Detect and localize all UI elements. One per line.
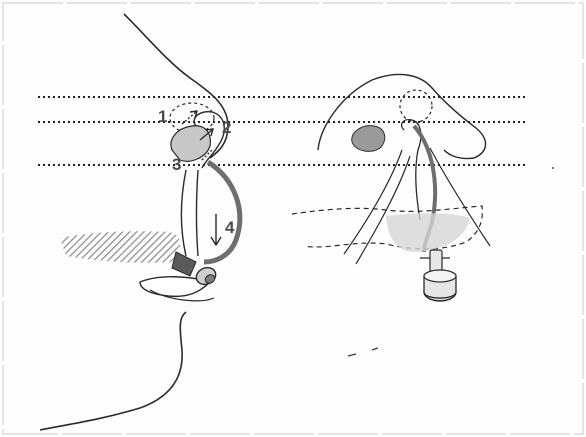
right-connector-top	[424, 270, 456, 282]
pharynx-shaded	[386, 213, 470, 252]
step-label-4: 4	[225, 218, 235, 237]
chin-neck-outline	[40, 312, 186, 430]
step-label-2: 2	[222, 118, 231, 137]
reference-lines	[38, 97, 528, 165]
airway-inner-line	[182, 170, 187, 256]
stray-dot	[552, 167, 554, 169]
left-profile-view: 1 2 3 4	[40, 14, 240, 430]
palate-hatched-region	[60, 231, 180, 263]
step-label-1: 1	[158, 107, 167, 126]
step-label-3: 3	[172, 155, 181, 174]
turbinate-shaded	[352, 126, 385, 152]
arrow-step-1-head	[190, 111, 197, 118]
page-border	[3, 3, 583, 434]
airway-adapter	[172, 252, 196, 276]
stray-mark-2	[372, 348, 378, 350]
airway-tube	[204, 162, 240, 262]
stray-mark-1	[348, 354, 356, 356]
right-frontal-view	[292, 74, 554, 356]
airway-inner-line-2	[197, 170, 199, 256]
nose-outline	[318, 74, 486, 158]
right-nostril-dashed-circle	[400, 90, 432, 122]
